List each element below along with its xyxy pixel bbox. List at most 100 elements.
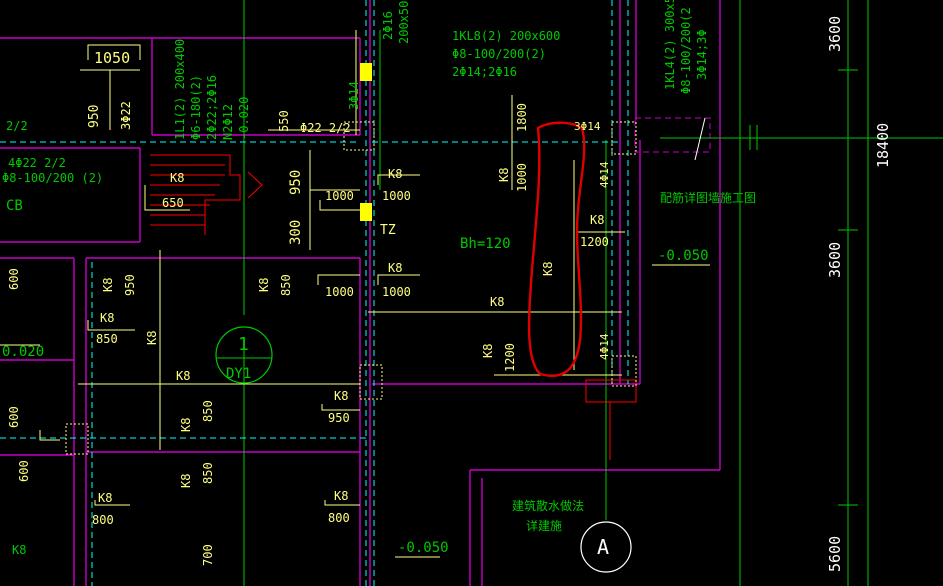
label-tz: TZ <box>380 223 396 238</box>
label-dim-3600-mid: 3600 <box>826 242 844 278</box>
label-dim-950-b: 950 <box>328 411 350 425</box>
axis-bubble-dy1 <box>215 326 273 384</box>
label-kl4-stirrup: Φ8-100/200(2 <box>679 7 693 94</box>
label-dim-1200-bot: 1200 <box>503 343 517 372</box>
label-dim-600-b2: 600 <box>17 460 31 482</box>
label-dy1-num: 1 <box>238 334 249 355</box>
columns <box>65 63 637 455</box>
label-k8-row: K8 <box>176 369 190 383</box>
label-dim-1000-a: 1000 <box>325 189 354 203</box>
label-dim-1000-m2: 1000 <box>382 285 411 299</box>
dimension-brackets <box>0 44 710 558</box>
label-dim-300: 300 <box>288 220 304 245</box>
label-l1-elev: -0.020 <box>237 97 251 140</box>
label-dim-600-l: 600 <box>7 268 21 290</box>
label-dy1-name: DY1 <box>226 366 251 382</box>
label-l1-n: N2Φ12 <box>221 104 235 140</box>
label-top-200x500: 200x500 <box>397 0 411 44</box>
wall-outlines <box>0 0 721 586</box>
label-dim-650: 650 <box>162 196 184 210</box>
label-rebar-3d14-mid: 3Φ14 <box>347 81 361 110</box>
labels-yellow: 1050 950 3Φ22 550 Φ22 2/2 K8 650 950 300… <box>7 49 611 566</box>
label-k8-800a: K8 <box>98 491 112 505</box>
label-dim-1050: 1050 <box>94 49 130 67</box>
label-dim-3600-top: 3600 <box>826 16 844 52</box>
label-dim-700: 700 <box>201 544 215 566</box>
label-k8-950: K8 <box>334 389 348 403</box>
label-k8-m1: K8 <box>257 278 271 292</box>
label-rebar-4d14-bot: 4Φ14 <box>598 333 611 360</box>
dashed-grid <box>0 0 629 586</box>
label-top-2d16: 2Φ16 <box>381 11 395 40</box>
label-k8-800b: K8 <box>334 489 348 503</box>
label-elev-l: 0.020 <box>2 344 44 360</box>
axis-bubble-a <box>580 521 632 573</box>
stair-symbol <box>150 154 637 460</box>
label-kl8-main: 2Φ14;2Φ16 <box>452 65 517 79</box>
label-k8-l4: K8 <box>388 261 402 275</box>
label-bh: Bh=120 <box>460 236 511 252</box>
label-dim-800b: 800 <box>328 511 350 525</box>
label-elev-bot: -0.050 <box>398 540 449 556</box>
label-wall-note: 配筋详图墙施工图 <box>660 190 756 205</box>
label-dim-850-b1: 850 <box>201 400 215 422</box>
wall-detail-box <box>634 117 711 153</box>
label-k8-b1: K8 <box>179 418 193 432</box>
label-k8-bot: K8 <box>481 344 495 358</box>
label-dim-950-left: 950 <box>87 105 102 128</box>
label-rebar-3d14-r: 3Φ14 <box>574 120 601 133</box>
label-k8-long: K8 <box>490 295 504 309</box>
label-k8-l2: K8 <box>100 311 114 325</box>
label-dim-1000-b: 1000 <box>382 189 411 203</box>
column-hatched-5 <box>65 423 89 455</box>
label-kl8-spec: 1KL8(2) 200x600 <box>452 29 560 43</box>
label-k8-l3: K8 <box>145 331 159 345</box>
label-l1-spec: 1L1(2) 200x400 <box>173 39 187 140</box>
label-dim-1000-vert: 1000 <box>515 163 529 192</box>
label-apron-sub: 详建施 <box>526 518 562 533</box>
label-dim-5600: 5600 <box>826 536 844 572</box>
labels-green: 2/2 1L1(2) 200x400 Φ6-180(2) 2Φ22;2Φ16 N… <box>2 0 756 557</box>
label-dim-950-stair: 950 <box>288 170 304 195</box>
label-k8-stair: K8 <box>170 171 184 185</box>
label-dim-950-l: 950 <box>123 274 137 296</box>
label-dim-800a: 800 <box>92 513 114 527</box>
label-kl8-stirrup: Φ8-100/200(2) <box>452 47 546 61</box>
label-dim-850-m: 850 <box>279 274 293 296</box>
column-yellow-top <box>360 63 372 81</box>
label-ratio-mid: Φ22 2/2 <box>300 121 351 135</box>
label-dim-850-l: 850 <box>96 332 118 346</box>
label-dim-1200-right: 1200 <box>580 235 609 249</box>
label-kl4-main: 3Φ14;3Φ <box>695 29 709 80</box>
label-axis-a: A <box>597 535 609 559</box>
label-dim-1000-m1: 1000 <box>325 285 354 299</box>
label-dim-850-b2: 850 <box>201 462 215 484</box>
label-dim-1800: 1800 <box>515 103 529 132</box>
label-cb-name: CB <box>6 198 23 214</box>
column-hatched-3 <box>611 355 637 387</box>
label-k8-l1: K8 <box>101 278 115 292</box>
column-hatched-2 <box>611 121 637 155</box>
label-elev-r: -0.050 <box>658 248 709 264</box>
column-yellow-tz <box>360 203 372 221</box>
column-hatched-1 <box>343 121 375 151</box>
label-l1-stirrup: Φ6-180(2) <box>189 75 203 140</box>
highlight-outline <box>527 121 586 378</box>
label-l1-main: 2Φ22;2Φ16 <box>205 75 219 140</box>
label-k8-right: K8 <box>590 213 604 227</box>
label-rebar-3d22: 3Φ22 <box>119 101 133 130</box>
label-dim-18400: 18400 <box>874 123 892 168</box>
label-apron-note: 建筑散水做法 <box>512 498 584 513</box>
label-k8-center: K8 <box>541 262 555 276</box>
label-cb-stirrup: Φ8-100/200 (2) <box>2 171 103 185</box>
label-ratio-left: 2/2 <box>6 119 28 133</box>
label-k8-b2: K8 <box>179 474 193 488</box>
labels-white: 3600 18400 3600 5600 A <box>597 16 892 572</box>
label-k8-vert: K8 <box>497 168 511 182</box>
label-kl4-spec: 1KL4(2) 300x50 <box>663 0 677 90</box>
label-dim-600-b1: 600 <box>7 406 21 428</box>
axis-lines <box>243 0 943 586</box>
label-k8-corner: K8 <box>12 543 26 557</box>
